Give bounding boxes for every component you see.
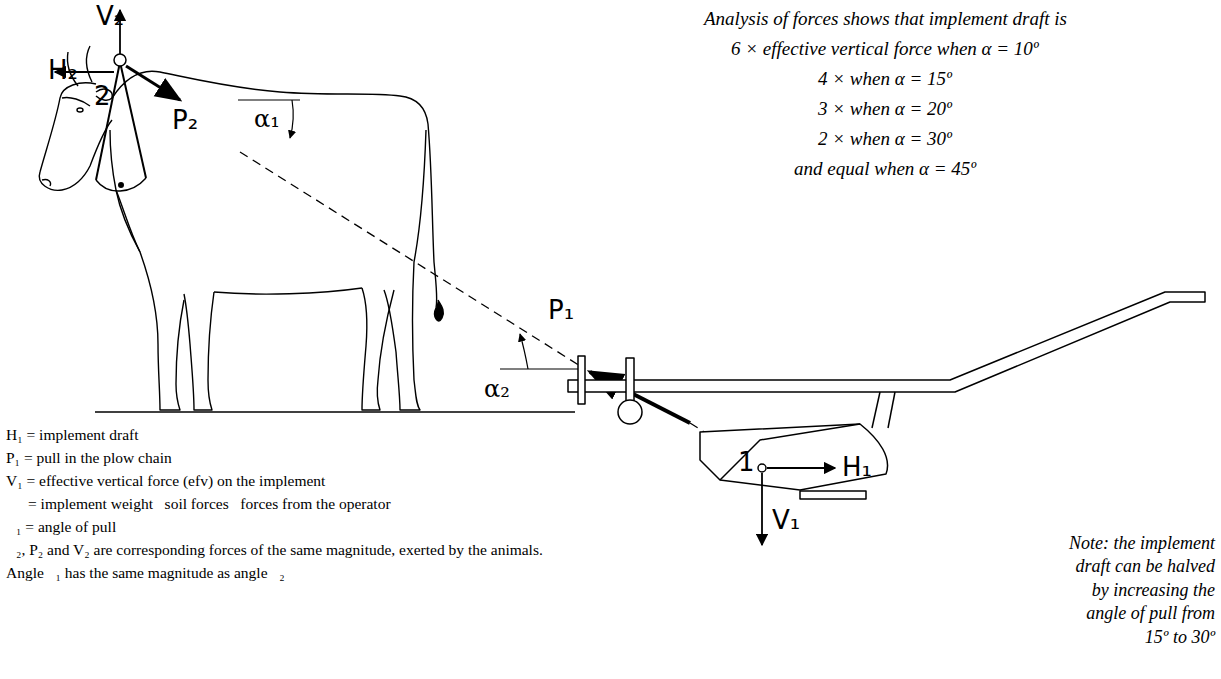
angle-label: α₁ — [254, 106, 280, 134]
analysis-note: Analysis of forces shows that implement … — [704, 8, 1067, 30]
key-line: ₂, P₂ and V₂ are corresponding forces of… — [16, 541, 543, 559]
key-line: P₁ = pull in the plow chain — [6, 449, 172, 467]
analysis-note: 3 × when α = 20º — [818, 98, 952, 120]
analysis-note: 2 × when α = 30º — [818, 128, 952, 150]
analysis-note: 4 × when α = 15º — [818, 68, 952, 90]
key-line: H₁ = implement draft — [6, 426, 139, 444]
line-of-pull — [240, 152, 585, 369]
force-label: H₁ — [842, 453, 872, 483]
analysis-note: and equal when α = 45º — [794, 158, 976, 180]
plow — [568, 292, 1205, 499]
point-2 — [114, 54, 126, 66]
reference-line — [238, 99, 300, 100]
p2-arrow — [126, 66, 180, 100]
key-line: = implement weight soil forces forces fr… — [28, 495, 391, 513]
ox-outline — [39, 46, 443, 410]
callout-number: 1 — [738, 448, 755, 478]
key-line: ₁ = angle of pull — [16, 518, 116, 536]
callout-number: 2 — [94, 82, 111, 112]
point-1 — [758, 464, 766, 472]
key-line: Angle ₁ has the same magnitude as angle … — [6, 564, 285, 582]
force-label: P₂ — [172, 106, 198, 136]
force-label: V₁ — [772, 506, 800, 536]
force-label: V₂ — [96, 2, 124, 32]
angle-label: α₂ — [484, 376, 510, 404]
ground-line — [95, 411, 575, 413]
key-line: V₁ = effective vertical force (efv) on t… — [6, 472, 325, 490]
v1-arrow — [761, 473, 763, 545]
angle-arc — [520, 334, 528, 369]
angle-arc — [290, 100, 293, 138]
force-label: H₂ — [48, 56, 78, 86]
reference-line — [500, 368, 585, 369]
side-note: Note: the implement draft can be halved … — [1065, 532, 1215, 649]
force-label: P₁ — [548, 296, 574, 326]
h1-arrow — [767, 467, 835, 469]
analysis-note: 6 × effective vertical force when α = 10… — [731, 38, 1039, 60]
